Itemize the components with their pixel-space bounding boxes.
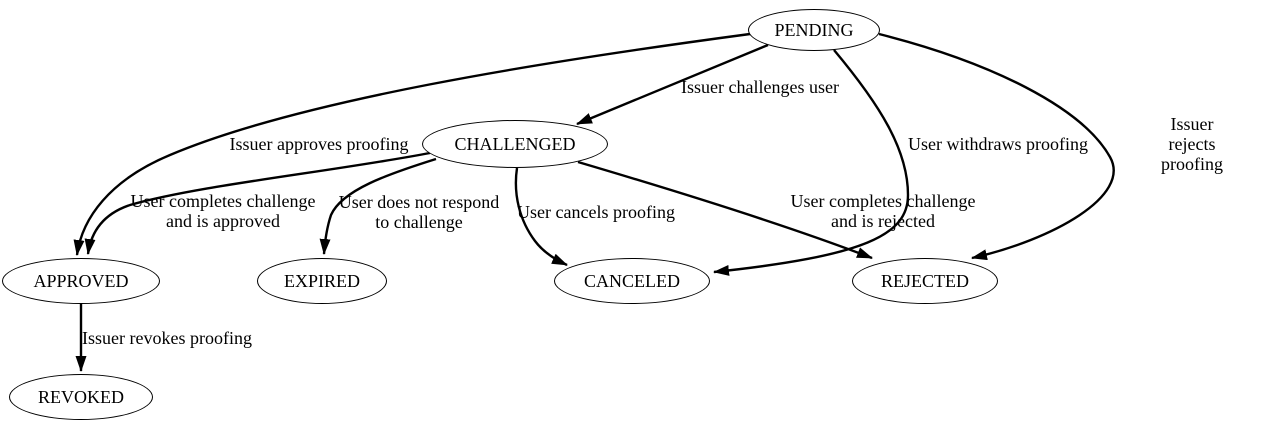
edge-challenged-to-approved [84,151,431,255]
edge-challenged-to-rejected [577,160,873,260]
state-node-approved: APPROVED [2,258,160,304]
edge-challenged-to-canceled [514,167,568,267]
edge-challenged-to-expired [319,157,437,255]
edge-pending-to-approved [73,32,751,256]
state-node-pending: PENDING [748,9,880,51]
edge-pending-to-challenged [576,43,769,126]
state-node-canceled: CANCELED [554,258,710,304]
state-node-challenged: CHALLENGED [422,120,608,168]
state-node-rejected: REJECTED [852,258,998,304]
state-node-revoked: REVOKED [9,374,153,420]
state-node-expired: EXPIRED [257,258,387,304]
edge-pending-to-rejected [878,32,1115,261]
edge-pending-to-canceled [713,49,910,276]
